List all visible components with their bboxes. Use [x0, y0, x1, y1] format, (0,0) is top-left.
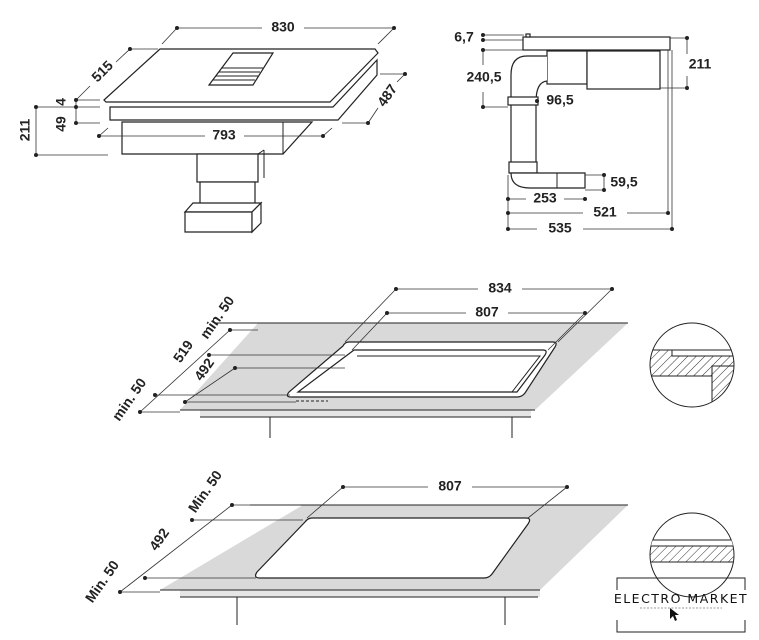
dim-834: 834: [488, 280, 512, 296]
hob-perspective: 830 515 4 49 211 793 487: [17, 19, 407, 234]
top-cutout: 807 Min. 50 492 Min. 50: [82, 467, 735, 625]
flush-detail-circle: [649, 322, 735, 408]
dim-min-50-front-top: Min. 50: [82, 557, 122, 605]
dim-515: 515: [88, 57, 116, 85]
dim-min-50-back-top: Min. 50: [185, 467, 225, 515]
dim-6-7: 6,7: [454, 29, 474, 45]
duct-outlet: [510, 172, 586, 189]
dim-521: 521: [593, 204, 617, 220]
extractor-column-upper: [196, 153, 259, 183]
cutout-inner: [296, 349, 547, 393]
cursor-icon: [670, 608, 679, 621]
downdraft-vent: [207, 52, 275, 86]
flush-cutout: 834 807 min. 50 519 492 min. 50: [109, 280, 735, 438]
side-section: 6,7 240,5 96,5 211 59,5 253 521 535: [454, 29, 711, 236]
dim-min-50-back: min. 50: [197, 293, 238, 342]
logo-text: ELECTRO MARKET: [614, 591, 748, 606]
dim-492-top: 492: [146, 525, 173, 553]
glass-plate: [522, 36, 671, 51]
duct-collar: [507, 96, 539, 106]
duct-elbow: [510, 55, 548, 166]
fan-box: [546, 50, 588, 85]
dim-49: 49: [53, 116, 69, 132]
dim-240-5: 240,5: [466, 69, 501, 85]
dim-807: 807: [475, 304, 499, 320]
dim-96-5: 96,5: [546, 92, 573, 108]
dim-59-5: 59,5: [610, 174, 637, 190]
extractor-column-lower: [199, 181, 256, 205]
dim-min-50-front: min. 50: [109, 375, 150, 424]
dim-807-top: 807: [438, 478, 462, 494]
dim-211: 211: [17, 118, 33, 141]
dim-4: 4: [53, 98, 69, 106]
cutout-opening: [254, 517, 531, 579]
dim-487: 487: [374, 81, 401, 109]
hob-lower-box: [121, 121, 314, 155]
dim-793: 793: [212, 127, 236, 143]
dim-535: 535: [548, 220, 572, 236]
dim-519: 519: [170, 337, 197, 365]
extractor-base-top: [183, 202, 263, 213]
top-detail-circle: [649, 512, 735, 598]
electro-market-logo: ELECTRO MARKET: [614, 577, 748, 633]
vent-grille: [213, 67, 263, 81]
dim-253: 253: [533, 190, 557, 206]
dim-830: 830: [271, 19, 295, 35]
motor-box: [586, 50, 661, 90]
duct-collar-lower: [508, 161, 538, 174]
dim-211-side: 211: [689, 56, 712, 72]
